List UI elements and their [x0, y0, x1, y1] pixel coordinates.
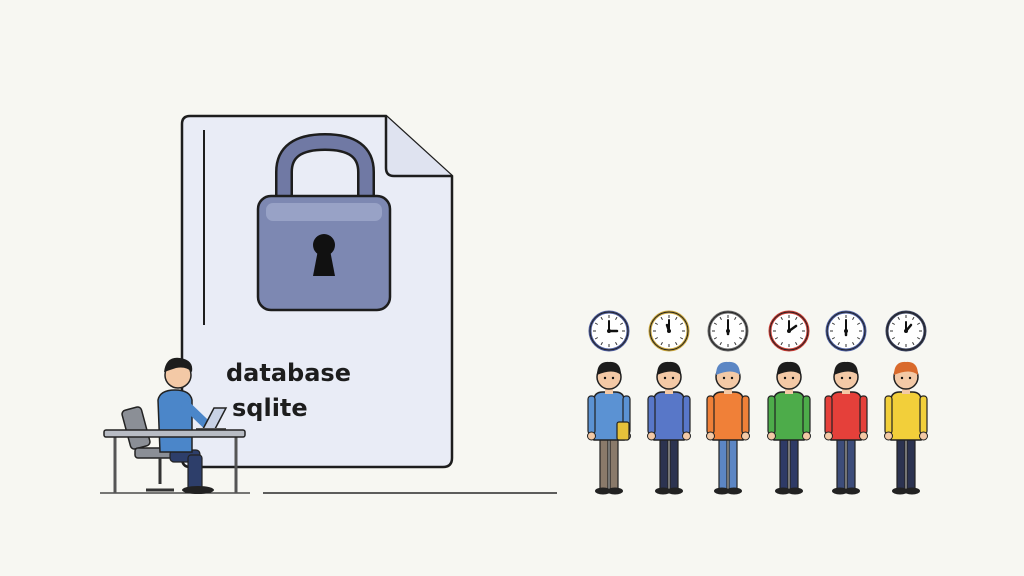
person-leg [836, 435, 846, 491]
person-arm [587, 395, 596, 435]
file-fold [384, 116, 452, 178]
person-shoe [714, 487, 730, 495]
person-hand [919, 431, 928, 441]
person-eye [722, 376, 726, 380]
person-arm [802, 395, 811, 435]
person-eye [840, 376, 844, 380]
clock-icon [648, 310, 690, 352]
person-arm [706, 395, 715, 435]
person-eye [791, 376, 795, 380]
person-leg [718, 435, 728, 491]
person-neck [665, 386, 673, 394]
person-eye [663, 376, 667, 380]
person-arm [767, 395, 776, 435]
person-shoe [832, 487, 848, 495]
person-shirt [830, 391, 862, 441]
cap-icon [716, 361, 740, 375]
person-hand [706, 431, 715, 441]
person-arm [824, 395, 833, 435]
person-shoe [607, 487, 623, 495]
person-leg [659, 435, 669, 491]
waiting-queue [587, 310, 928, 495]
clock-icon [768, 310, 810, 352]
person-6 [884, 310, 928, 495]
person-eye [900, 376, 904, 380]
person-shoe [844, 487, 860, 495]
folder-icon [616, 421, 630, 441]
person-1 [587, 310, 631, 495]
file-label-line1: database [226, 359, 351, 387]
person-2 [647, 310, 691, 495]
person-hand [767, 431, 776, 441]
person-hand [682, 431, 691, 441]
person-shoe [655, 487, 671, 495]
person-arm [919, 395, 928, 435]
person-5 [824, 310, 868, 495]
clock-icon [588, 310, 630, 352]
person-hair [894, 361, 918, 375]
person-arm [682, 395, 691, 435]
person-leg [609, 435, 619, 491]
person-shoe [726, 487, 742, 495]
person-leg [789, 435, 799, 491]
person-leg [779, 435, 789, 491]
person-leg [669, 435, 679, 491]
person-shoe [667, 487, 683, 495]
clock-icon [885, 310, 927, 352]
clock-icon [707, 310, 749, 352]
person-arm [884, 395, 893, 435]
person-4 [767, 310, 811, 495]
person-eye [783, 376, 787, 380]
file-label-line2: sqlite [232, 394, 308, 422]
person-shirt [773, 391, 805, 441]
person-neck [605, 386, 613, 394]
person-shirt [890, 391, 922, 441]
desk-top [103, 429, 246, 438]
person-hand [824, 431, 833, 441]
person-eye [908, 376, 912, 380]
clock-icon [825, 310, 867, 352]
padlock-icon [256, 132, 392, 312]
person-shirt [653, 391, 685, 441]
person-arm [741, 395, 750, 435]
person-neck [724, 386, 732, 394]
person-leg [846, 435, 856, 491]
person-shoe [775, 487, 791, 495]
person-arm [647, 395, 656, 435]
person-leg [599, 435, 609, 491]
person-hair [777, 361, 801, 375]
person-neck [842, 386, 850, 394]
person-leg [728, 435, 738, 491]
person-shoe [787, 487, 803, 495]
person-3 [706, 310, 750, 495]
person-eye [671, 376, 675, 380]
person-shoe [892, 487, 908, 495]
person-hand [884, 431, 893, 441]
worker-scene [103, 357, 246, 494]
person-hair [834, 361, 858, 375]
person-leg [896, 435, 906, 491]
person-eye [611, 376, 615, 380]
person-hair [597, 361, 621, 375]
person-hair [657, 361, 681, 375]
person-hand [741, 431, 750, 441]
person-neck [785, 386, 793, 394]
person-neck [902, 386, 910, 394]
person-eye [730, 376, 734, 380]
person-shoe [904, 487, 920, 495]
person-hand [802, 431, 811, 441]
person-leg [906, 435, 916, 491]
person-shoe [595, 487, 611, 495]
person-shirt [712, 391, 744, 441]
person-eye [848, 376, 852, 380]
person-hand [647, 431, 656, 441]
person-hand [587, 431, 596, 441]
person-arm [859, 395, 868, 435]
person-hand [859, 431, 868, 441]
person-eye [603, 376, 607, 380]
